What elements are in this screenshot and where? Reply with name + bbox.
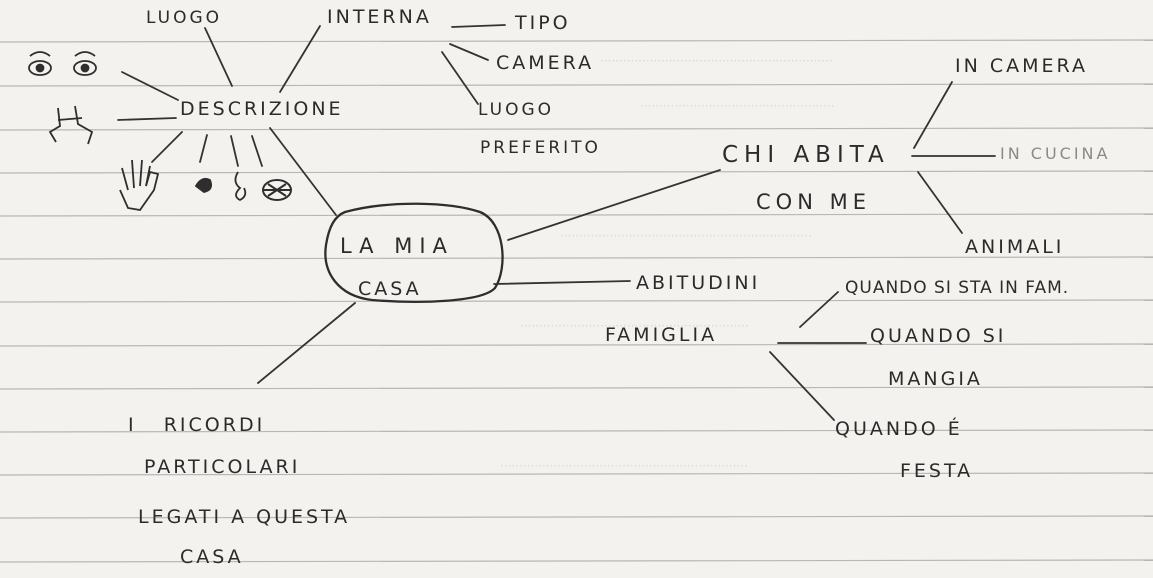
ricordi-line2: PARTICOLARI xyxy=(144,456,301,478)
ears-icon xyxy=(48,105,94,145)
link-descrizione-nose xyxy=(199,134,208,163)
link-famiglia-festa xyxy=(769,351,835,421)
svg-text:······························: ········································… xyxy=(500,459,748,473)
nose-icon xyxy=(194,177,213,193)
luogo-label: LUOGO xyxy=(146,8,223,28)
descrizione-label: DESCRIZIONE xyxy=(180,98,344,120)
quando-festa-line2: FESTA xyxy=(900,460,974,482)
link-interna-luogopref xyxy=(441,51,479,105)
tipo-label: TIPO xyxy=(515,12,571,34)
show-through-text: ········································… xyxy=(500,54,835,473)
center-bubble xyxy=(324,202,504,303)
link-descrizione-hand xyxy=(151,131,183,163)
svg-text:······························: ········································… xyxy=(560,229,812,243)
luogo-preferito-line2: PREFERITO xyxy=(480,138,601,158)
link-descrizione-interna xyxy=(279,25,321,93)
quando-si-line2: MANGIA xyxy=(888,368,983,390)
link-center-abitudini xyxy=(493,280,631,285)
quando-sista-label: QUANDO SI STA IN FAM. xyxy=(845,278,1070,298)
chi-abita-line2: CON ME xyxy=(756,190,871,214)
abitudini-line2: FAMIGLIA xyxy=(605,324,718,346)
link-center-ricordi xyxy=(257,302,356,384)
connector-lines xyxy=(117,24,996,421)
svg-text:······························: ········································… xyxy=(520,319,749,333)
link-chiabita-animali xyxy=(917,171,963,234)
ear-icon xyxy=(234,171,247,202)
svg-text:······························: ········································… xyxy=(600,54,833,68)
ricordi-line4: CASA xyxy=(180,546,244,568)
ricordi-line1: I RICORDI xyxy=(128,414,266,436)
mouth-icon xyxy=(262,179,292,201)
link-descrizione-mouth xyxy=(251,135,263,167)
link-interna-tipo xyxy=(451,24,506,28)
link-center-descrizione xyxy=(269,127,337,216)
link-descrizione-ears xyxy=(117,117,177,121)
link-center-chiabita xyxy=(507,169,721,241)
animali-label: ANIMALI xyxy=(965,236,1065,258)
link-interna-camera xyxy=(449,43,489,61)
center-label-line1: LA MIA xyxy=(340,234,454,258)
quando-festa-line1: QUANDO É xyxy=(835,418,963,440)
center-label-line2: CASA xyxy=(358,278,422,300)
luogo-preferito-line1: LUOGO xyxy=(478,100,555,120)
eyes-icon xyxy=(28,51,97,76)
link-descrizione-luogo xyxy=(204,27,233,87)
quando-si-line1: QUANDO SI xyxy=(870,325,1007,347)
notebook-lines xyxy=(0,39,1153,563)
link-famiglia-quandosista xyxy=(799,291,839,328)
ricordi-line3: LEGATI A QUESTA xyxy=(138,506,351,528)
camera-label: CAMERA xyxy=(496,52,595,74)
abitudini-line1: ABITUDINI xyxy=(636,272,761,294)
link-descrizione-ear xyxy=(230,135,239,167)
chi-abita-line1: CHI ABITA xyxy=(722,142,890,168)
svg-text:······························: ········································… xyxy=(640,99,835,113)
in-camera-label: IN CAMERA xyxy=(955,55,1088,77)
link-descrizione-eyes xyxy=(121,71,179,101)
interna-label: INTERNA xyxy=(327,6,432,28)
hand-icon xyxy=(119,159,160,211)
link-chiabita-incamera xyxy=(913,81,953,149)
in-cucina-label: IN CUCINA xyxy=(1000,144,1111,163)
